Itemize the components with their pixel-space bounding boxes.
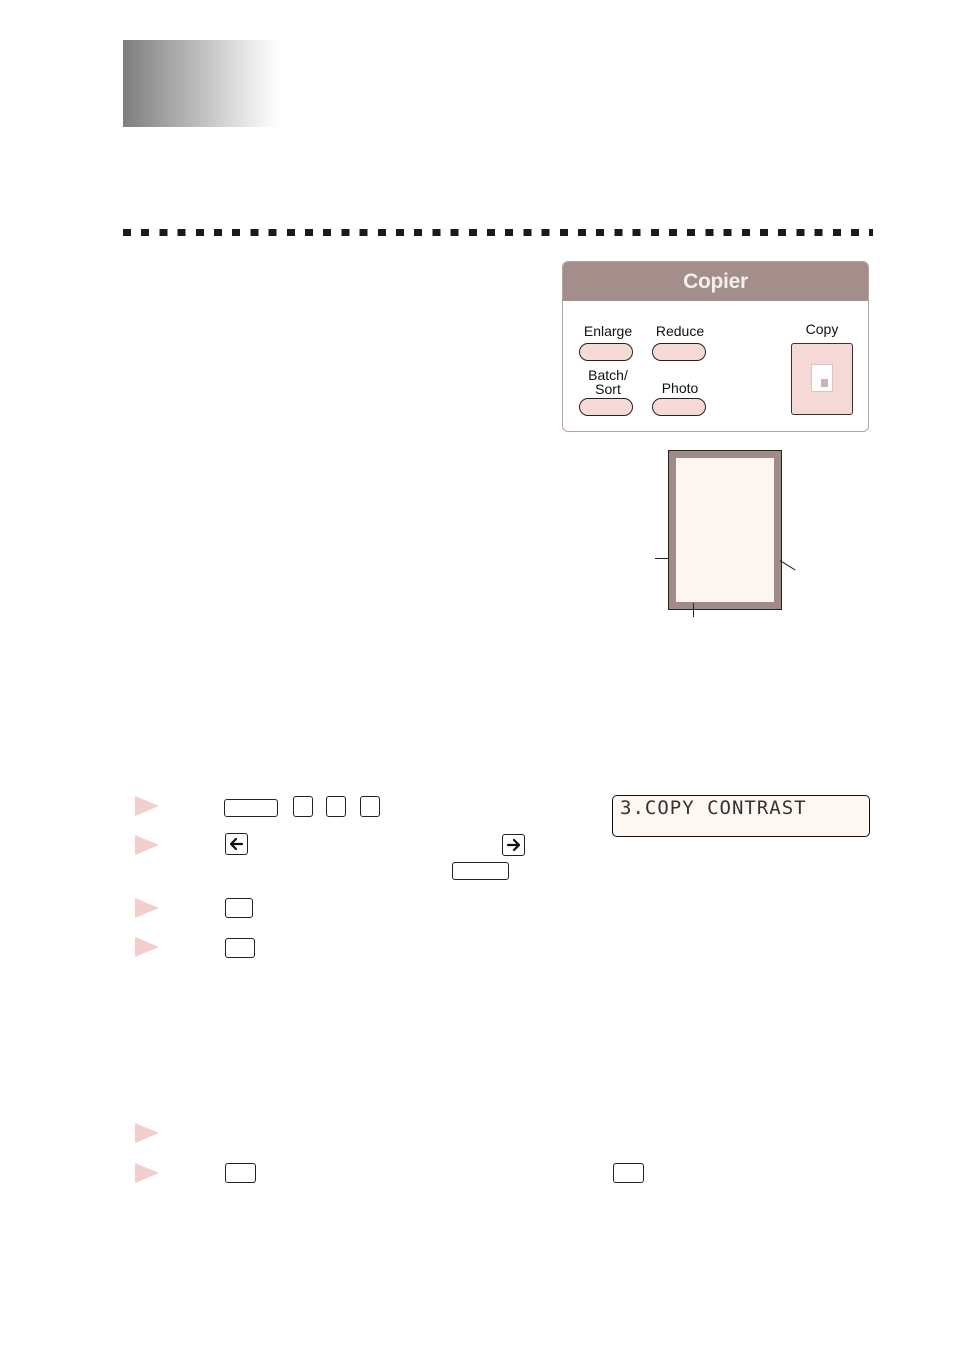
- right-arrow-icon: [506, 838, 521, 852]
- enlarge-button[interactable]: [579, 343, 633, 361]
- right-arrow-key[interactable]: [502, 834, 525, 856]
- batch-sort-label-line1: Batch/: [588, 367, 628, 383]
- batch-sort-button[interactable]: [579, 398, 633, 416]
- enlarge-label: Enlarge: [583, 323, 633, 339]
- left-arrow-icon: [229, 837, 244, 851]
- function-key[interactable]: [224, 799, 278, 817]
- document-sheet: [676, 458, 774, 602]
- left-arrow-key[interactable]: [225, 833, 248, 855]
- leader-line-right: [779, 560, 796, 571]
- lcd-text: 3.COPY CONTRAST: [620, 797, 807, 819]
- small-key[interactable]: [613, 1163, 644, 1183]
- chapter-tab: [123, 40, 280, 127]
- number-key-1[interactable]: [293, 796, 313, 817]
- copy-page-icon: [811, 364, 833, 392]
- step-arrow-icon: [135, 796, 159, 816]
- step-arrow-icon: [135, 937, 159, 957]
- set-key[interactable]: [452, 862, 509, 880]
- small-key[interactable]: [225, 938, 255, 958]
- step-arrow-icon: [135, 1123, 159, 1143]
- step-arrow-icon: [135, 898, 159, 918]
- small-key[interactable]: [225, 898, 253, 918]
- copy-button[interactable]: [791, 343, 853, 415]
- reduce-label: Reduce: [655, 323, 705, 339]
- small-key[interactable]: [225, 1163, 256, 1183]
- leader-line-left: [655, 558, 669, 560]
- copier-panel-title: Copier: [563, 262, 868, 301]
- copy-label: Copy: [805, 321, 839, 337]
- step-arrow-icon: [135, 1163, 159, 1183]
- section-divider: [123, 229, 873, 236]
- photo-button[interactable]: [652, 398, 706, 416]
- number-key-2[interactable]: [326, 796, 346, 817]
- batch-sort-label-line2: Sort: [595, 381, 621, 397]
- scanner-glass-illustration: [668, 450, 782, 610]
- reduce-button[interactable]: [652, 343, 706, 361]
- photo-label: Photo: [661, 380, 699, 396]
- number-key-3[interactable]: [360, 796, 380, 817]
- leader-line-bottom: [693, 603, 695, 617]
- copier-panel: Copier Enlarge Reduce Batch/ Sort Photo …: [562, 261, 869, 432]
- lcd-display: 3.COPY CONTRAST: [612, 795, 870, 837]
- step-arrow-icon: [135, 835, 159, 855]
